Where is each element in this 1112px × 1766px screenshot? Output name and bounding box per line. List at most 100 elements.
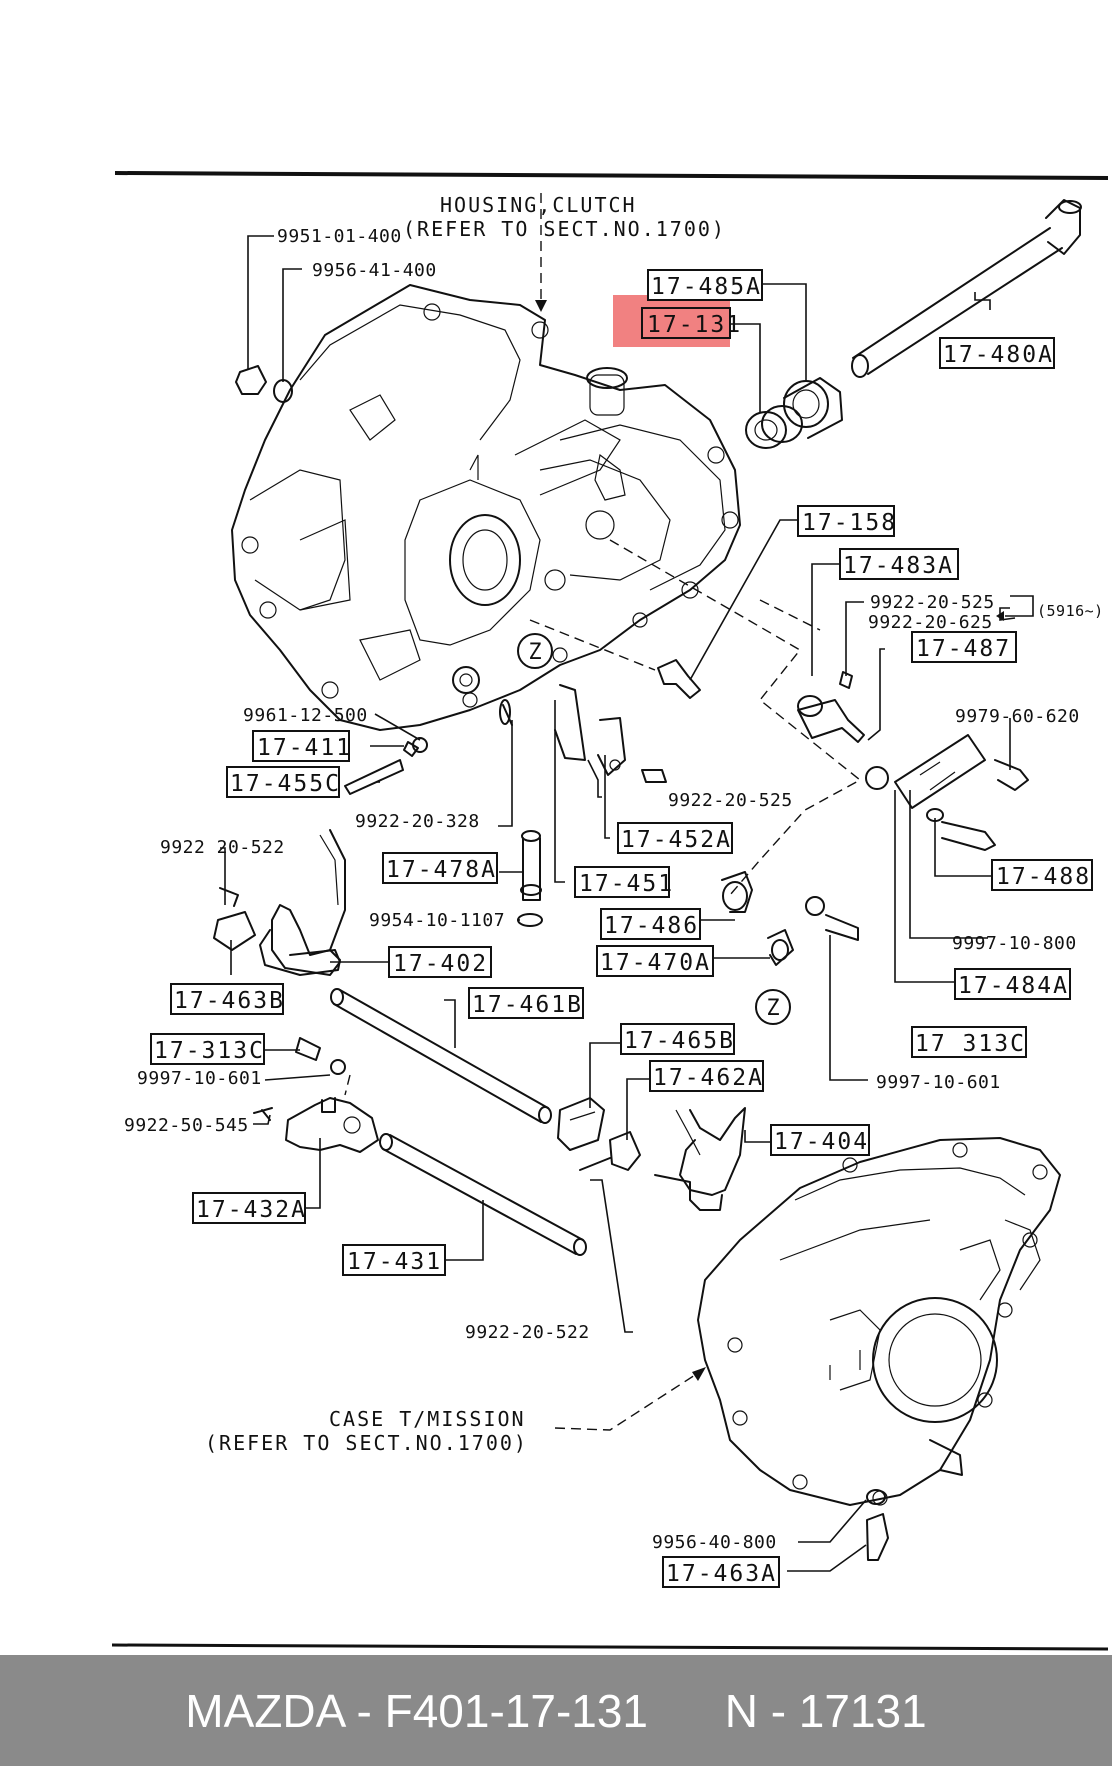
callout-17-465B: 17-465B bbox=[620, 1023, 735, 1055]
rod-17-431-drawing bbox=[379, 1133, 587, 1256]
housing-note-line2: (REFER TO SECT.NO.1700) bbox=[403, 217, 726, 241]
callout-17-470A: 17-470A bbox=[596, 945, 714, 977]
svg-text:17-411: 17-411 bbox=[257, 735, 352, 761]
label-9956-41-400: 9956-41-400 bbox=[312, 260, 437, 281]
case-note-line1: CASE T/MISSION bbox=[329, 1407, 526, 1431]
svg-text:17-158: 17-158 bbox=[802, 510, 897, 536]
svg-text:17-483A: 17-483A bbox=[843, 553, 954, 579]
svg-text:17-452A: 17-452A bbox=[621, 827, 732, 853]
block-17-462A-drawing bbox=[579, 1131, 641, 1171]
dashed-leaders bbox=[344, 193, 862, 1431]
transmission-case-drawing bbox=[697, 1137, 1061, 1506]
callout-17-402: 17-402 bbox=[388, 946, 492, 978]
label-9922-20-522-b: 9922-20-522 bbox=[465, 1322, 590, 1343]
svg-text:17-455C: 17-455C bbox=[230, 771, 341, 797]
footer-bar: MAZDA - F401-17-131 N - 17131 bbox=[0, 1655, 1112, 1766]
z-marker-1: Z bbox=[517, 633, 553, 669]
callout-17-432A: 17-432A bbox=[192, 1192, 307, 1224]
seal-drawing bbox=[745, 377, 843, 449]
label-9922-20-522-a: 9922 20-522 bbox=[160, 837, 285, 858]
svg-text:17-461B: 17-461B bbox=[472, 992, 583, 1018]
case-note-line2: (REFER TO SECT.NO.1700) bbox=[205, 1431, 528, 1455]
callout-17-455C: 17-455C bbox=[226, 766, 341, 798]
callout-17-484A: 17-484A bbox=[954, 968, 1071, 1000]
footer-part-number: MAZDA - F401-17-131 bbox=[185, 1684, 649, 1737]
svg-text:17-484A: 17-484A bbox=[958, 973, 1069, 999]
svg-text:17-485A: 17-485A bbox=[651, 274, 762, 300]
label-9922-20-525-b: 9922-20-525 bbox=[668, 790, 793, 811]
svg-text:17-463B: 17-463B bbox=[174, 988, 285, 1014]
callout-17-404: 17-404 bbox=[770, 1124, 870, 1156]
callout-17-131: 17-131 bbox=[641, 307, 742, 339]
callout-17-463A: 17-463A bbox=[662, 1556, 780, 1588]
z-marker-2: Z bbox=[755, 989, 791, 1025]
z-marker-1-text: Z bbox=[528, 640, 541, 665]
svg-text:17 313C: 17 313C bbox=[915, 1031, 1026, 1057]
callout-17-313C-left: 17-313C bbox=[150, 1033, 265, 1065]
housing-note-line1: HOUSING,CLUTCH bbox=[440, 193, 637, 217]
callout-17-411: 17-411 bbox=[252, 730, 352, 762]
leader-lines bbox=[220, 235, 1016, 1572]
callout-17-478A: 17-478A bbox=[382, 852, 498, 884]
callout-17-462A: 17-462A bbox=[649, 1060, 764, 1092]
label-9961-12-500: 9961-12-500 bbox=[243, 705, 368, 726]
clutch-housing-drawing bbox=[231, 284, 741, 731]
label-9997-10-601-a: 9997-10-601 bbox=[137, 1068, 262, 1089]
svg-text:17-432A: 17-432A bbox=[196, 1197, 307, 1223]
svg-text:17-470A: 17-470A bbox=[600, 950, 711, 976]
svg-text:17-478A: 17-478A bbox=[386, 857, 497, 883]
svg-text:17-402: 17-402 bbox=[393, 951, 488, 977]
svg-text:17-465B: 17-465B bbox=[624, 1028, 735, 1054]
svg-text:17-431: 17-431 bbox=[347, 1249, 442, 1275]
shift-rod-drawing bbox=[851, 199, 1082, 378]
callout-17-451: 17-451 bbox=[574, 866, 674, 898]
fork-17-402-drawing bbox=[259, 829, 346, 976]
svg-text:17-451: 17-451 bbox=[579, 871, 674, 897]
svg-text:17-404: 17-404 bbox=[774, 1129, 869, 1155]
svg-text:17-131: 17-131 bbox=[647, 312, 742, 338]
label-9956-40-800: 9956-40-800 bbox=[652, 1532, 777, 1553]
label-9997-10-800: 9997-10-800 bbox=[952, 933, 1077, 954]
label-9979-60-620: 9979-60-620 bbox=[955, 706, 1080, 727]
svg-text:17-487: 17-487 bbox=[916, 636, 1011, 662]
svg-text:17-462A: 17-462A bbox=[653, 1065, 764, 1091]
label-9951-01-400: 9951-01-400 bbox=[277, 226, 402, 247]
part-numbers: 9951-01-400 9956-41-400 9922-20-525 9922… bbox=[124, 226, 1080, 1553]
svg-text:17-480A: 17-480A bbox=[943, 342, 1054, 368]
range-note: (5916~) bbox=[1037, 602, 1104, 620]
label-9922-20-525-a: 9922-20-525 bbox=[870, 592, 995, 613]
callout-17-452A: 17-452A bbox=[617, 822, 733, 854]
svg-text:17-488: 17-488 bbox=[996, 864, 1091, 890]
footer-code: N - 17131 bbox=[724, 1684, 927, 1737]
callout-17-488: 17-488 bbox=[991, 859, 1093, 891]
label-9954-10-1107: 9954-10-1107 bbox=[369, 910, 505, 931]
svg-text:17-463A: 17-463A bbox=[666, 1561, 777, 1587]
label-9922-20-328: 9922-20-328 bbox=[355, 811, 480, 832]
label-9997-10-601-b: 9997-10-601 bbox=[876, 1072, 1001, 1093]
top-rule bbox=[114, 171, 1109, 180]
bottom-rule bbox=[111, 1643, 1109, 1651]
rod-17-461B-drawing bbox=[330, 988, 552, 1124]
callout-17-158: 17-158 bbox=[797, 505, 897, 537]
z-marker-2-text: Z bbox=[766, 996, 779, 1021]
label-9922-50-545: 9922-50-545 bbox=[124, 1115, 249, 1136]
arm-17-432A-drawing bbox=[285, 1097, 379, 1153]
small-parts-drawing bbox=[213, 659, 1029, 1561]
callout-17-487: 17-487 bbox=[911, 631, 1017, 663]
callout-17-463B: 17-463B bbox=[170, 983, 285, 1015]
callout-17-313C-right: 17 313C bbox=[911, 1026, 1027, 1058]
label-9922-20-625: 9922-20-625 bbox=[868, 612, 993, 633]
callout-17-431: 17-431 bbox=[342, 1244, 446, 1276]
callout-17-480A: 17-480A bbox=[939, 337, 1055, 369]
svg-text:17-486: 17-486 bbox=[604, 913, 699, 939]
callout-17-486: 17-486 bbox=[600, 908, 701, 940]
callout-17-461B: 17-461B bbox=[468, 987, 584, 1019]
svg-text:17-313C: 17-313C bbox=[154, 1038, 265, 1064]
fork-17-404-drawing bbox=[654, 1107, 746, 1211]
callout-17-483A: 17-483A bbox=[839, 548, 959, 580]
block-17-465B-drawing bbox=[557, 1097, 605, 1151]
footer-spacer bbox=[648, 1684, 725, 1738]
callout-17-485A: 17-485A bbox=[647, 269, 763, 301]
callouts: 17-485A 17-131 17-480A 17-158 17-483A 17… bbox=[150, 269, 1093, 1588]
